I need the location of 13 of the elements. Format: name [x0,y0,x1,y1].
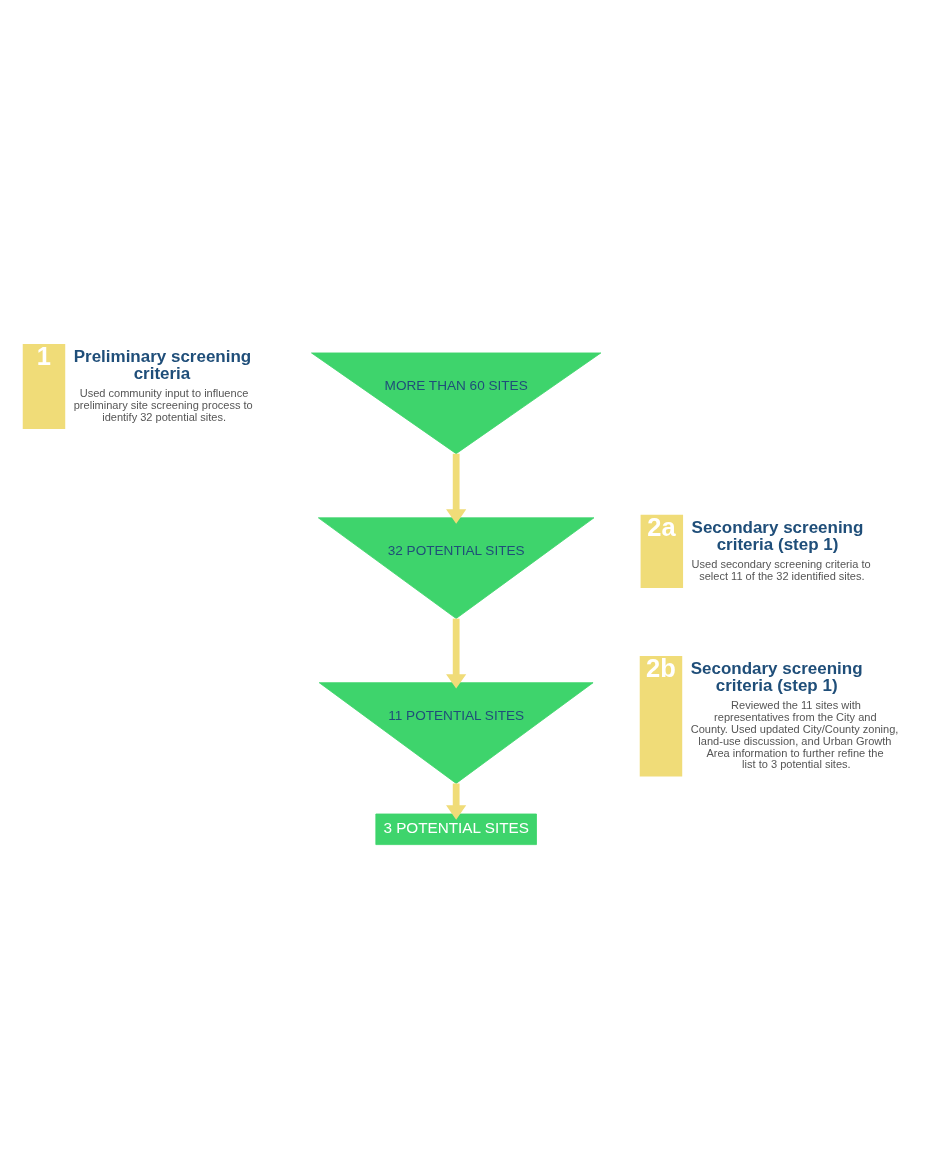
node-label: Secondary screening criteria (step 1) [690,658,863,695]
node-label: Used secondary screening criteria to select 11 of the 32 identified sites. [691,557,871,582]
arrow [446,618,467,689]
node-box: 3 POTENTIAL SITES [375,813,537,845]
node-label: Used community input to influence preliminary site screening process to identify 32 potential sites. [73,386,253,423]
node-box: 2b [639,655,683,777]
node-box: 1 [22,343,66,429]
node-box: 2a [640,514,684,588]
node-label: Secondary screening criteria (step 1) [691,517,864,554]
node-label: Reviewed the 11 sites with representatives from the City and County. Used updated City/County zoning, land-use discussion, and Urban Growth Area information to further refine the list to 3 potential sites. [690,698,899,770]
arrow [446,783,467,820]
node-label: Preliminary screening criteria [73,346,252,383]
arrow [446,453,467,524]
